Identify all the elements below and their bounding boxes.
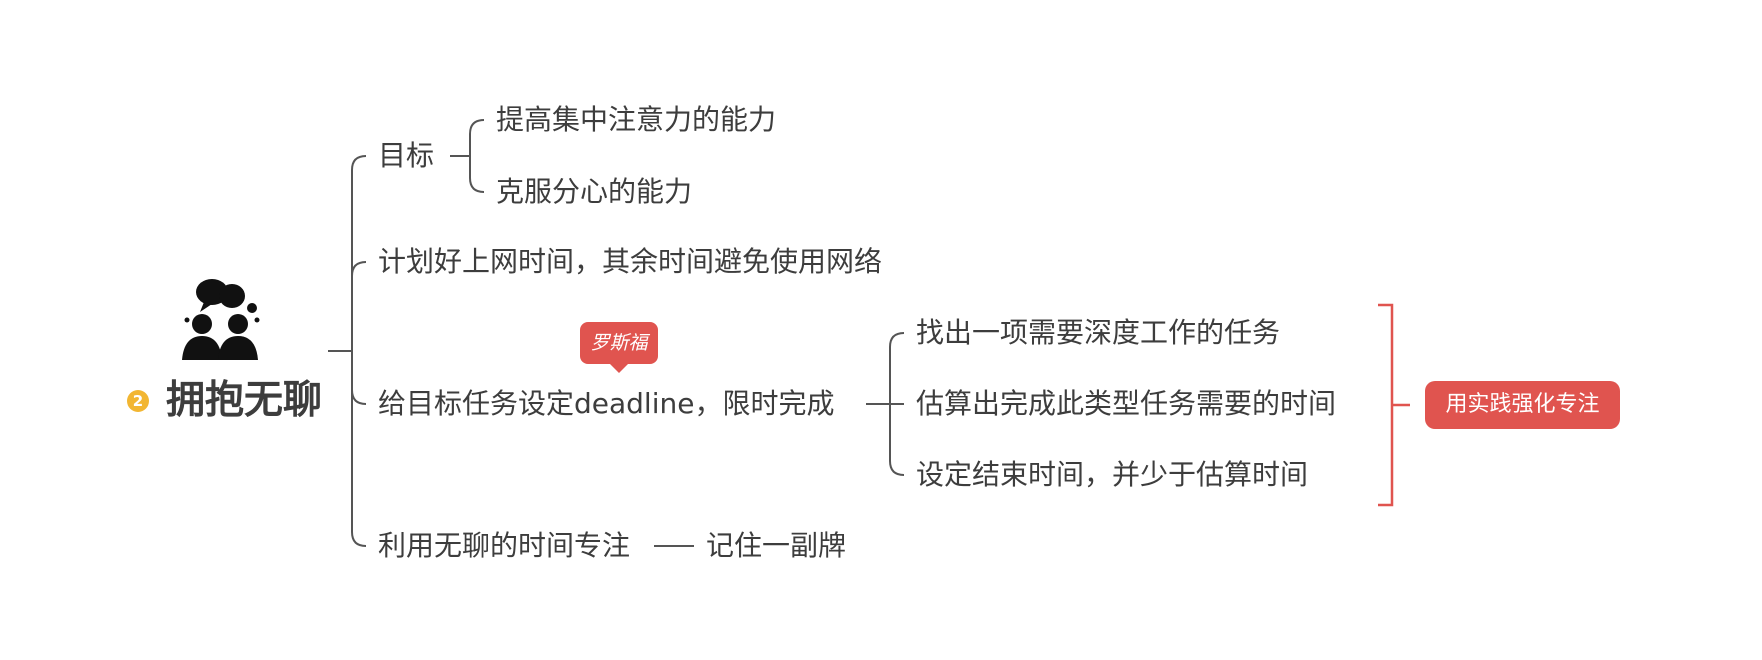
connector-deadline [351,389,367,405]
topic-goal[interactable]: 目标 [378,139,435,172]
connector-plan-online [351,261,367,277]
root-topic[interactable]: 拥抱无聊 [166,378,323,423]
people-speech-icon [182,279,260,360]
topic-deadline-child-1[interactable]: 找出一项需要深度工作的任务 [916,316,1281,349]
connector-main-spine [351,155,367,547]
topic-goal-child-2[interactable]: 克服分心的能力 [496,175,693,208]
topic-deadline-child-2[interactable]: 估算出完成此类型任务需要的时间 [916,387,1337,420]
callout-pointer [608,362,630,373]
topic-boredom[interactable]: 利用无聊的时间专注 [378,529,631,562]
connector-goal-children [469,119,485,193]
topic-goal-child-1[interactable]: 提高集中注意力的能力 [496,103,777,136]
topic-deadline[interactable]: 给目标任务设定deadline，限时完成 [378,387,835,420]
summary-topic[interactable]: 用实践强化专注 [1425,381,1620,429]
topic-plan-online[interactable]: 计划好上网时间，其余时间避免使用网络 [378,245,883,278]
topic-boredom-child[interactable]: 记住一副牌 [706,529,847,562]
root-number-badge: 2 [127,390,149,412]
topic-deadline-child-3[interactable]: 设定结束时间，并少于估算时间 [916,458,1309,491]
summary-bracket [1378,303,1410,507]
callout-label[interactable]: 罗斯福 [580,322,658,364]
